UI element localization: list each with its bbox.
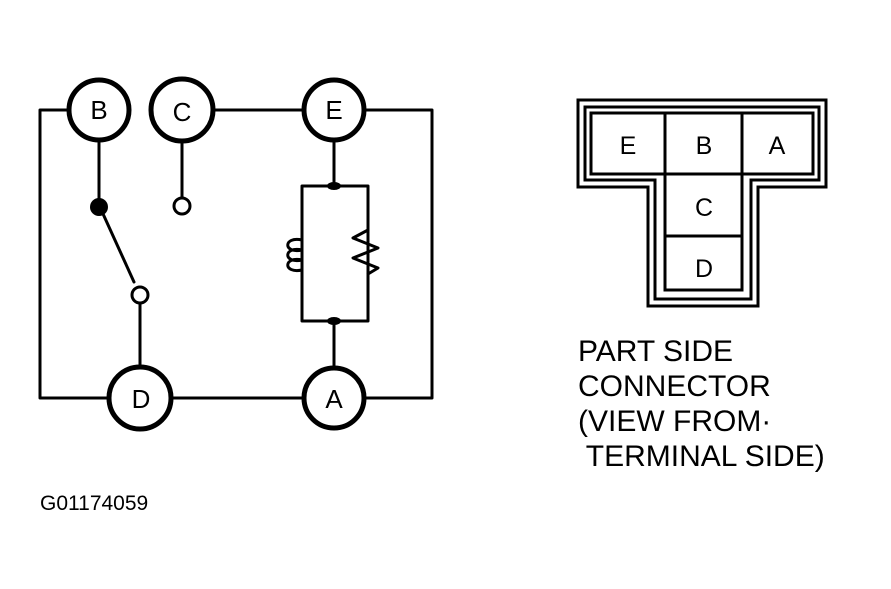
terminal-c: C	[148, 76, 216, 144]
terminal-e-label: E	[325, 95, 342, 125]
caption-line-2: CONNECTOR	[578, 370, 771, 403]
connector-cell-b: B	[696, 132, 713, 160]
switch-pivot-dot	[90, 198, 108, 216]
wire-left-loop	[38, 108, 112, 400]
coil-bottom-junction	[327, 317, 341, 325]
switch-arm	[97, 203, 136, 284]
figure-id: G01174059	[40, 492, 149, 515]
wire-right-loop	[360, 108, 434, 400]
terminal-b: B	[66, 77, 132, 143]
connector-cell-grid	[589, 111, 815, 292]
connector-cell-c: C	[695, 194, 713, 222]
terminal-a: A	[301, 365, 367, 431]
terminal-e: E	[301, 77, 367, 143]
terminal-b-label: B	[90, 95, 107, 125]
coil-top-junction	[327, 182, 341, 190]
terminal-a-label: A	[325, 384, 343, 414]
terminal-d: D	[106, 364, 174, 432]
terminal-c-label: C	[173, 97, 192, 127]
connector-caption: PART SIDE CONNECTOR (VIEW FROM· TERMINAL…	[578, 334, 878, 474]
resistor-zigzag	[351, 228, 380, 276]
switch-contact-c	[172, 196, 192, 216]
connector-cell-e: E	[620, 132, 637, 160]
connector-cell-a: A	[769, 132, 786, 160]
switch-contact-d	[130, 285, 150, 305]
caption-line-1: PART SIDE	[578, 335, 734, 368]
terminal-d-label: D	[132, 384, 151, 414]
connector-inner-outline	[583, 105, 821, 301]
connector-face	[576, 98, 828, 308]
connector-outer-outline	[576, 98, 828, 308]
caption-line-4: TERMINAL SIDE)	[578, 440, 825, 473]
coil-frame	[300, 184, 370, 323]
caption-line-3: (VIEW FROM·	[578, 405, 772, 438]
coil-winding	[286, 237, 304, 273]
connector-cell-d: D	[695, 255, 713, 283]
